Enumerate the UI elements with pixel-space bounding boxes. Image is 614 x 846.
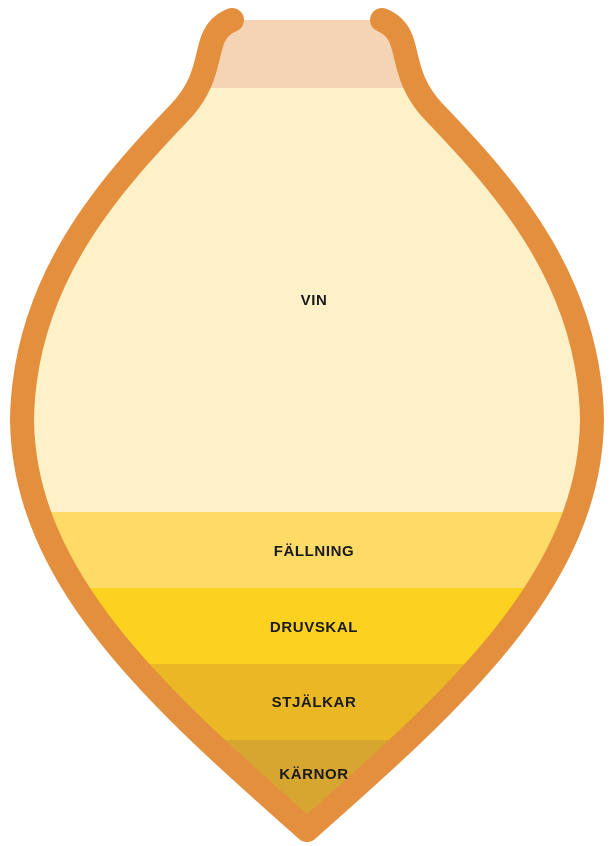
label-fallning: FÄLLNING (274, 543, 355, 560)
label-karnor: KÄRNOR (279, 766, 348, 783)
label-druvskal: DRUVSKAL (270, 619, 358, 636)
neck-fill (0, 0, 614, 88)
label-stjalkar: STJÄLKAR (272, 694, 357, 711)
label-vin: VIN (301, 292, 328, 309)
